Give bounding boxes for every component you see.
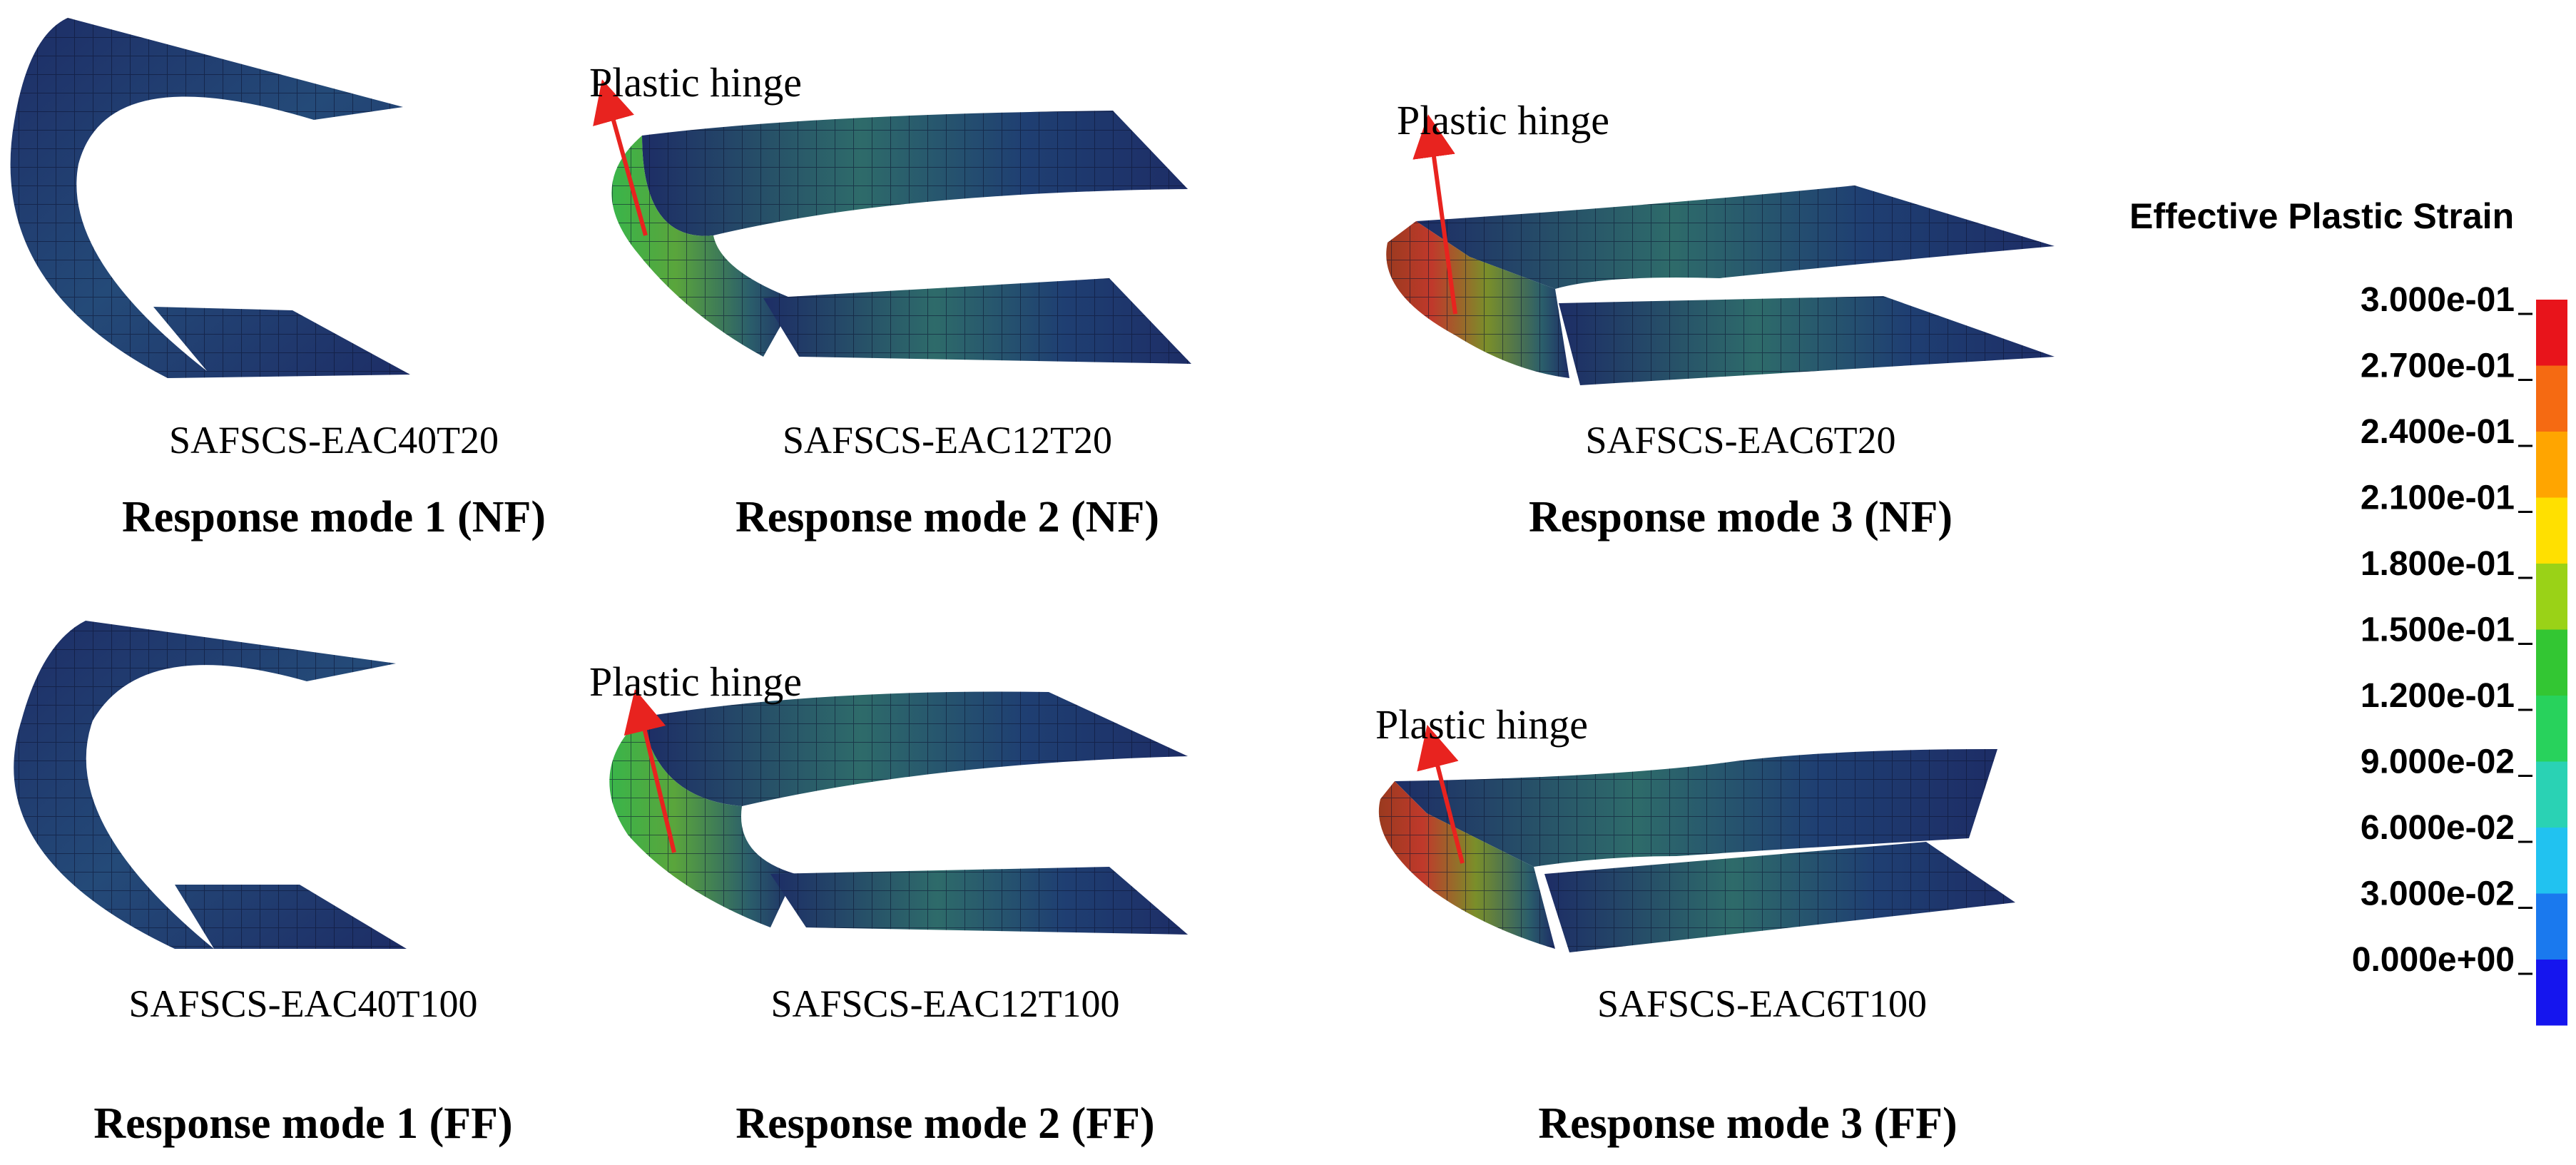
legend-title: Effective Plastic Strain — [2129, 196, 2514, 236]
legend-band-10 — [2536, 960, 2567, 1026]
legend-label-9: 3.000e-02 — [2361, 875, 2515, 913]
legend-band-7 — [2536, 761, 2567, 828]
specimen-label-p6: SAFSCS-EAC6T100 — [1597, 982, 1927, 1025]
legend-label-5: 1.500e-01 — [2361, 611, 2515, 649]
mode-label-p1: Response mode 1 (NF) — [122, 493, 546, 541]
panel-1-model — [10, 18, 410, 378]
legend-band-9 — [2536, 893, 2567, 960]
mode-label-p5: Response mode 2 (FF) — [735, 1099, 1154, 1148]
legend-label-7: 9.000e-02 — [2361, 743, 2515, 781]
hinge-label-p6: Plastic hinge — [1375, 701, 1588, 748]
specimen-label-p2: SAFSCS-EAC12T20 — [783, 419, 1112, 462]
hinge-annotation-p6: Plastic hinge — [1375, 701, 1588, 864]
hinge-annotation-p3: Plastic hinge — [1397, 97, 1609, 315]
mode-label-p3: Response mode 3 (NF) — [1529, 493, 1953, 541]
mode-label-p6: Response mode 3 (FF) — [1538, 1099, 1957, 1148]
legend-band-2 — [2536, 432, 2567, 498]
panel-4-model — [14, 621, 407, 949]
legend-band-0 — [2536, 300, 2567, 366]
hinge-annotation-p2: Plastic hinge — [589, 59, 802, 236]
legend-band-3 — [2536, 497, 2567, 564]
panel-5-model — [609, 691, 1188, 935]
hinge-label-p3: Plastic hinge — [1397, 97, 1609, 143]
legend-band-4 — [2536, 564, 2567, 630]
legend-label-4: 1.800e-01 — [2361, 545, 2515, 583]
legend-label-1: 2.700e-01 — [2361, 347, 2515, 385]
hinge-arrow-p5 — [623, 688, 676, 853]
legend: Effective Plastic Strain 3.000e-01 2.700e… — [2129, 196, 2567, 1026]
captions: SAFSCS-EAC40T20 Response mode 1 (NF) SAF… — [93, 419, 1957, 1148]
legend-band-5 — [2536, 629, 2567, 696]
legend-label-0: 3.000e-01 — [2361, 281, 2515, 319]
panel-3-model — [1386, 185, 2055, 385]
hinge-arrow-p2 — [593, 79, 648, 236]
legend-color-bar — [2536, 300, 2567, 1026]
legend-band-8 — [2536, 828, 2567, 894]
mode-label-p4: Response mode 1 (FF) — [93, 1099, 512, 1148]
hinge-arrow-p6 — [1417, 724, 1465, 864]
specimen-label-p1: SAFSCS-EAC40T20 — [169, 419, 499, 462]
specimen-label-p3: SAFSCS-EAC6T20 — [1585, 419, 1895, 462]
panel-6-model — [1378, 749, 2015, 952]
specimen-label-p5: SAFSCS-EAC12T100 — [770, 982, 1119, 1025]
hinge-label-p2: Plastic hinge — [589, 59, 802, 106]
hinge-annotation-p5: Plastic hinge — [589, 658, 802, 853]
legend-label-10: 0.000e+00 — [2352, 941, 2515, 979]
legend-label-6: 1.200e-01 — [2361, 677, 2515, 715]
specimen-label-p4: SAFSCS-EAC40T100 — [128, 982, 477, 1025]
mode-label-p2: Response mode 2 (NF) — [735, 493, 1159, 541]
hinge-arrow-p3 — [1412, 114, 1457, 315]
legend-label-8: 6.000e-02 — [2361, 809, 2515, 847]
legend-label-3: 2.100e-01 — [2361, 479, 2515, 517]
legend-band-1 — [2536, 365, 2567, 432]
hinge-label-p5: Plastic hinge — [589, 658, 802, 705]
legend-band-6 — [2536, 696, 2567, 762]
panel-2-model — [611, 111, 1191, 364]
legend-labels: 3.000e-01 2.700e-01 2.400e-01 2.100e-01 1.80… — [2352, 281, 2532, 979]
legend-label-2: 2.400e-01 — [2361, 413, 2515, 451]
